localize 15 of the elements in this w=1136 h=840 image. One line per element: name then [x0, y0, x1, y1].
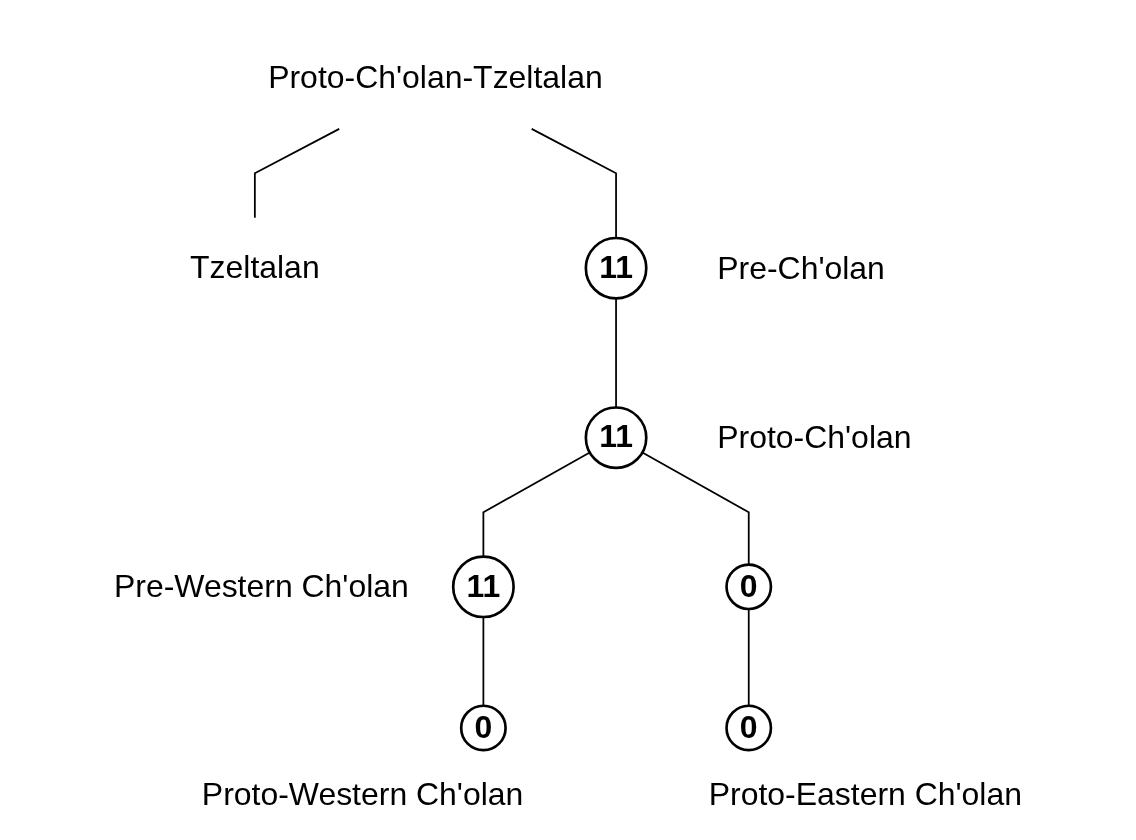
- node-caption: Proto-Eastern Ch'olan: [708, 776, 1022, 813]
- node-circle: 11: [584, 406, 648, 470]
- node-caption: Pre-Western Ch'olan: [113, 568, 409, 605]
- node-circle: 11: [584, 236, 648, 300]
- node-circle: 0: [725, 563, 773, 611]
- node-circle: 11: [451, 555, 515, 619]
- node-circle: 0: [725, 704, 773, 752]
- node-text: Proto-Ch'olan-Tzeltalan: [268, 59, 603, 96]
- node-caption: Pre-Ch'olan: [717, 249, 885, 286]
- connector: [530, 128, 617, 239]
- node-caption: Proto-Western Ch'olan: [201, 776, 524, 813]
- node-text: Tzeltalan: [190, 249, 320, 286]
- node-circle: 0: [459, 704, 507, 752]
- node-caption: Proto-Ch'olan: [717, 419, 912, 456]
- connector: [253, 128, 341, 219]
